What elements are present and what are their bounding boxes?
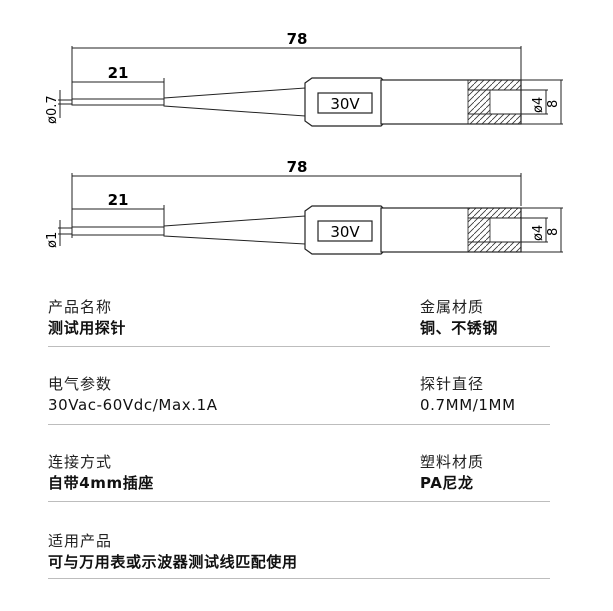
spec-label: 适用产品 [48, 532, 113, 550]
needle-2 [71, 226, 165, 236]
taper-2 [163, 215, 306, 245]
needle-1 [71, 98, 165, 106]
total-length-label: 78 [287, 30, 308, 48]
probe-drawing-1: 78 21 ø0.7 30V ø4 8 [45, 30, 563, 127]
spec-label: 产品名称 [48, 298, 113, 316]
inner-diameter-label-2: ø4 [531, 225, 546, 241]
spec-connection: 连接方式 自带4mm插座 [48, 452, 154, 494]
spec-value: PA尼龙 [420, 474, 474, 492]
divider [48, 424, 550, 425]
spec-label: 探针直径 [420, 375, 485, 393]
spec-metal-material: 金属材质 铜、不锈钢 [420, 297, 498, 339]
voltage-box-2 [317, 220, 373, 242]
spec-label: 金属材质 [420, 298, 485, 316]
spec-compatible: 适用产品 可与万用表或示波器测试线匹配使用 [48, 531, 298, 573]
voltage-label-2: 30V [330, 223, 360, 241]
tip-length-label: 21 [108, 64, 129, 82]
spec-product-name: 产品名称 测试用探针 [48, 297, 126, 339]
spec-value: 铜、不锈钢 [420, 319, 499, 337]
voltage-box-1 [317, 92, 373, 114]
tip-diameter-label: ø0.7 [45, 95, 60, 124]
divider [48, 578, 550, 579]
tip-diameter-label: ø1 [45, 232, 60, 248]
voltage-label-1: 30V [330, 95, 360, 113]
spec-probe-diameter: 探针直径 0.7MM/1MM [420, 374, 516, 416]
tip-length-label: 21 [108, 191, 129, 209]
probe-dimension-drawing: 78 21 ø0.7 30V ø4 8 [45, 30, 563, 255]
inner-diameter-label-1: ø4 [531, 97, 546, 113]
outer-diameter-label-2: 8 [546, 228, 561, 236]
spec-label: 连接方式 [48, 453, 113, 471]
spec-value: 0.7MM/1MM [420, 396, 516, 414]
spec-plastic-material: 塑料材质 PA尼龙 [420, 452, 484, 494]
total-length-label: 78 [287, 158, 308, 176]
probe-drawing-2: 78 21 ø1 30V ø4 8 [45, 158, 563, 255]
spec-value: 自带4mm插座 [48, 474, 154, 492]
divider [48, 501, 550, 502]
spec-value: 测试用探针 [48, 319, 127, 337]
spec-label: 塑料材质 [420, 453, 485, 471]
spec-value: 可与万用表或示波器测试线匹配使用 [48, 553, 298, 571]
spec-label: 电气参数 [48, 375, 113, 393]
taper-1 [163, 87, 306, 117]
divider [48, 346, 550, 347]
spec-value: 30Vac-60Vdc/Max.1A [48, 396, 218, 414]
outer-diameter-label-1: 8 [546, 100, 561, 108]
spec-electrical: 电气参数 30Vac-60Vdc/Max.1A [48, 374, 218, 416]
